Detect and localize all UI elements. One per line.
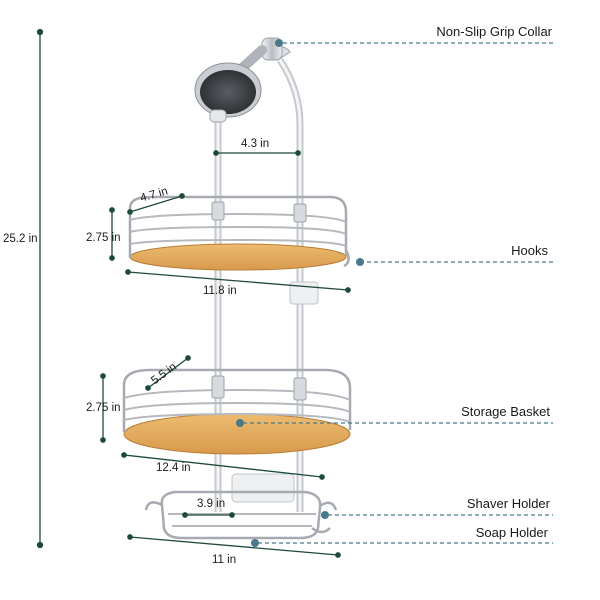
collar-label: Non-Slip Grip Collar xyxy=(436,24,552,39)
top-height-label: 2.75 in xyxy=(86,232,121,244)
soap-holder xyxy=(144,490,338,540)
pole-gap-label: 4.3 in xyxy=(241,138,270,150)
top-width-label: 11.8 in xyxy=(203,285,237,297)
soap-holder-label: Soap Holder xyxy=(475,525,548,540)
top-basket xyxy=(128,195,350,305)
bottom-width-label: 12.4 in xyxy=(156,462,191,474)
callout-markers xyxy=(236,258,364,547)
callout-lines xyxy=(243,42,553,544)
storage-basket-label: Storage Basket xyxy=(461,404,550,419)
bottom-height-label: 2.75 in xyxy=(86,402,121,414)
soap-gap-label: 3.9 in xyxy=(197,498,226,510)
collar-marker xyxy=(275,39,283,47)
total-height-label: 25.2 in xyxy=(3,233,38,245)
shower-head xyxy=(194,37,291,118)
shaver-holder-label: Shaver Holder xyxy=(466,496,550,511)
storage-basket xyxy=(122,368,352,503)
dimension-lines xyxy=(36,28,351,558)
hooks-label: Hooks xyxy=(511,243,548,258)
soap-width-label: 11 in xyxy=(212,554,237,566)
